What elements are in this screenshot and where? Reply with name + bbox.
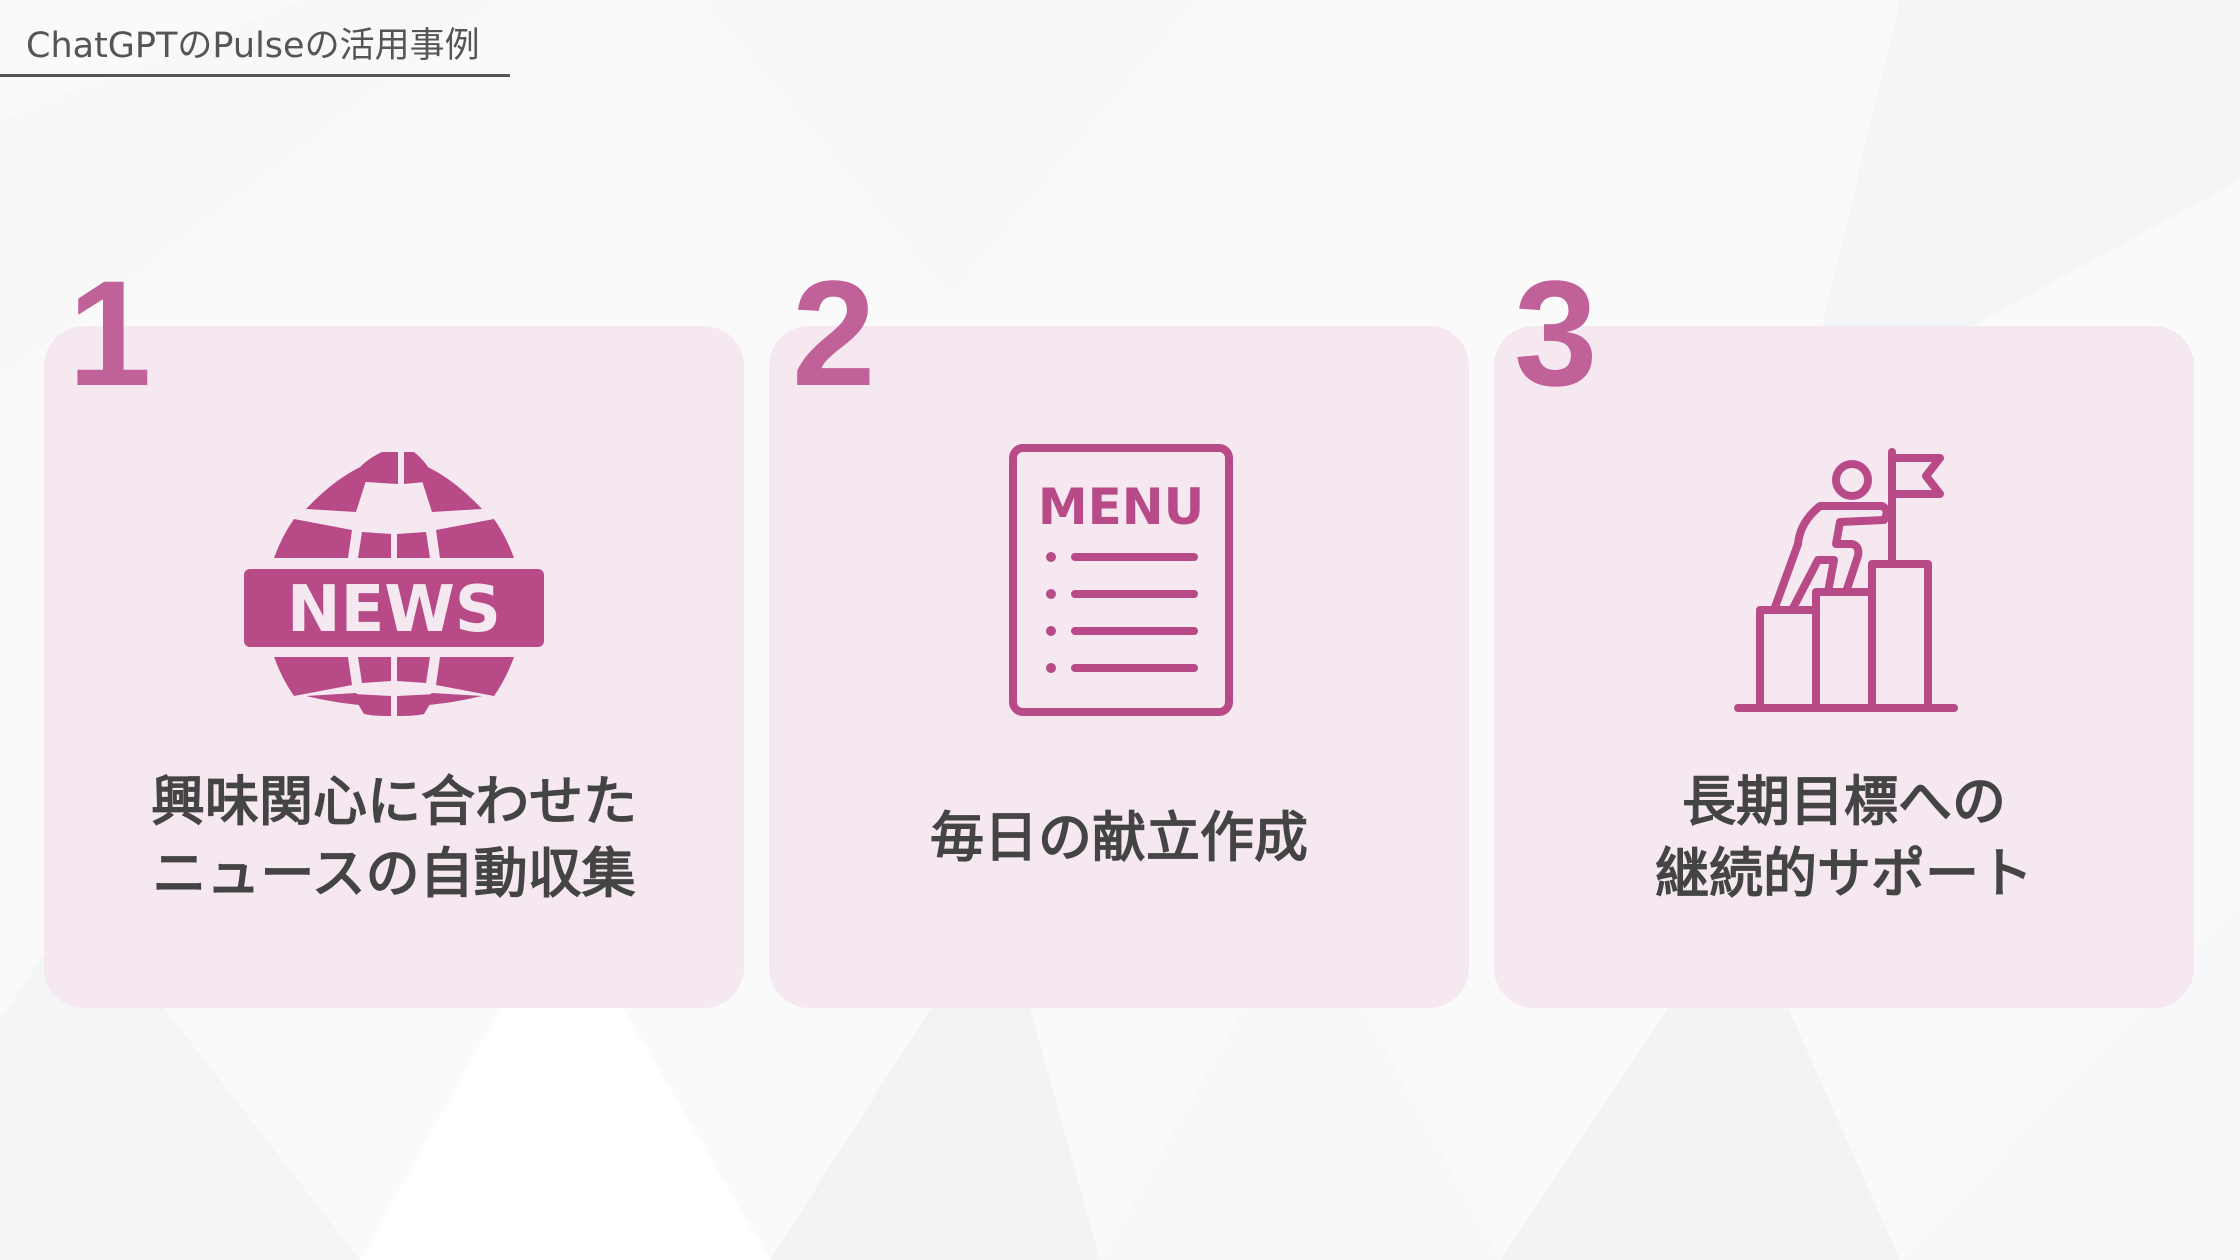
step-number-1: 1 [68, 249, 152, 417]
card-caption: 毎日の献立作成 [769, 802, 1469, 874]
use-case-card-news: NEWS 興味関心に合わせた ニュースの自動収集 [44, 326, 744, 1008]
menu-label: MENU [1038, 478, 1204, 536]
caption-line-1: 毎日の献立作成 [930, 806, 1308, 869]
news-label: NEWS [287, 573, 501, 647]
caption-line-1: 興味関心に合わせた [151, 770, 637, 833]
caption-line-2: 継続的サポート [1655, 842, 2033, 905]
news-globe-icon: NEWS [244, 452, 544, 716]
use-case-card-menu: MENU 毎日の献立作成 [769, 326, 1469, 1008]
page-title: ChatGPTのPulseの活用事例 [26, 26, 480, 66]
person-climbing-to-flag-icon [1734, 448, 1958, 712]
caption-line-1: 長期目標への [1682, 770, 2006, 833]
menu-document-icon: MENU [1009, 444, 1233, 716]
step-number-3: 3 [1514, 249, 1598, 417]
use-case-card-goal: 長期目標への 継続的サポート [1494, 326, 2194, 1008]
title-underline [0, 74, 510, 77]
page-header: ChatGPTのPulseの活用事例 [0, 18, 510, 77]
caption-line-2: ニュースの自動収集 [152, 842, 636, 905]
card-caption: 長期目標への 継続的サポート [1494, 766, 2194, 910]
step-number-2: 2 [792, 249, 876, 417]
card-caption: 興味関心に合わせた ニュースの自動収集 [44, 766, 744, 910]
